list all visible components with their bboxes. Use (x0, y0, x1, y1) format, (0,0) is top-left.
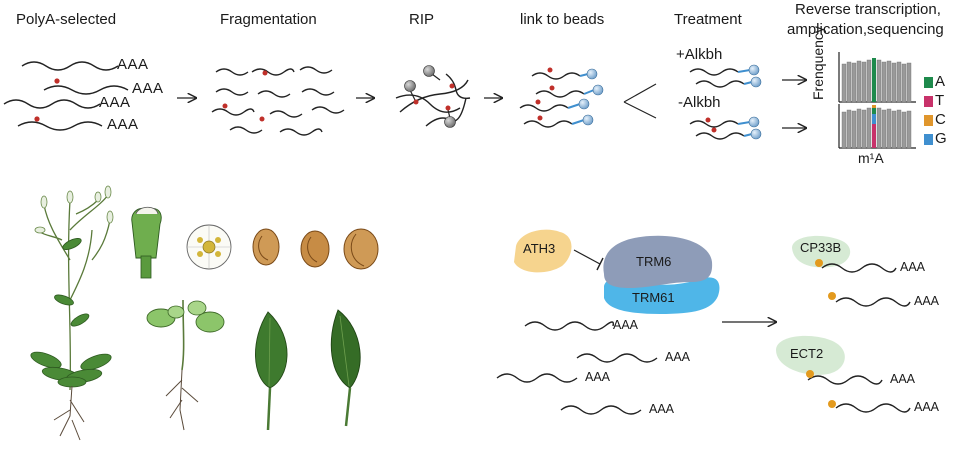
step-sequencing-label-line1: Reverse transcription, (795, 1, 941, 18)
polya-tail-label: AAA (107, 116, 139, 133)
step-rip-label: RIP (409, 11, 435, 28)
polya-tail-label: AAA (585, 370, 611, 384)
rosette-leaf-illustrations (255, 309, 361, 431)
cp33b-label: CP33B (800, 240, 842, 255)
legend-swatch-t (924, 96, 933, 107)
step-fragmentation-label: Fragmentation (220, 11, 317, 28)
seedling-illustration (146, 299, 225, 431)
histogram-y-axis-label: Frenquency (810, 26, 826, 100)
polya-tail-label: AAA (132, 80, 164, 97)
histogram-plus-alkbh (838, 52, 916, 103)
polya-tail-label: AAA (117, 56, 149, 73)
split-line (623, 101, 657, 119)
polya-tail-label: AAA (914, 294, 940, 308)
input-transcripts (496, 321, 658, 415)
m1a-site-marker (262, 70, 268, 76)
m1a-site-marker (222, 103, 228, 109)
reader-bound-transcripts (807, 263, 911, 413)
histogram-minus-alkbh (838, 104, 916, 149)
polya-tail-label: AAA (99, 94, 131, 111)
inhibition-arrow (573, 249, 604, 271)
plus-alkbh-label: +Alkbh (676, 46, 723, 63)
flower-bud-illustration (131, 206, 162, 279)
rip-complex (395, 65, 471, 128)
bead-linked-fragments (519, 67, 604, 128)
fragments (211, 66, 345, 136)
ath3-label: ATH3 (523, 241, 556, 256)
step-polya-label: PolyA-selected (16, 11, 117, 28)
reader-m1a-dots (806, 259, 836, 408)
m1a-site-marker (54, 78, 60, 84)
split-line (623, 83, 657, 103)
step-beads-label: link to beads (520, 11, 605, 28)
ath3-shape (514, 229, 572, 273)
polya-tail-label: AAA (890, 372, 916, 386)
legend-label-t: T (935, 92, 945, 109)
histogram-x-axis-label: m¹A (858, 150, 884, 166)
minus-alkbh-label: -Alkbh (678, 94, 721, 111)
flower-top-view-illustration (186, 224, 232, 270)
legend-label-g: G (935, 130, 947, 147)
legend-label-a: A (935, 73, 946, 90)
polya-tail-label: AAA (613, 318, 639, 332)
arabidopsis-plant-illustration (30, 185, 114, 441)
legend-swatch-g (924, 134, 933, 145)
treated-fragments (689, 64, 762, 140)
step-sequencing-label-line2: amplication,sequencing (787, 21, 944, 38)
trm6-label: TRM6 (636, 254, 672, 269)
trm61-label: TRM61 (632, 290, 675, 305)
m1a-site-marker (259, 116, 265, 122)
polya-transcripts (3, 61, 129, 131)
legend-swatch-a (924, 77, 933, 88)
polya-tail-label: AAA (914, 400, 940, 414)
seed-illustrations (252, 228, 379, 270)
legend-swatch-c (924, 115, 933, 126)
ect2-label: ECT2 (790, 346, 824, 361)
step-treatment-label: Treatment (674, 11, 742, 28)
m1a-site-marker (34, 116, 40, 122)
polya-tail-label: AAA (900, 260, 926, 274)
trm6-shape (603, 235, 713, 288)
ect2-shape (776, 335, 845, 375)
polya-tail-label: AAA (665, 350, 691, 364)
polya-tail-label: AAA (649, 402, 675, 416)
cp33b-shape (792, 235, 851, 268)
legend-label-c: C (935, 111, 946, 128)
